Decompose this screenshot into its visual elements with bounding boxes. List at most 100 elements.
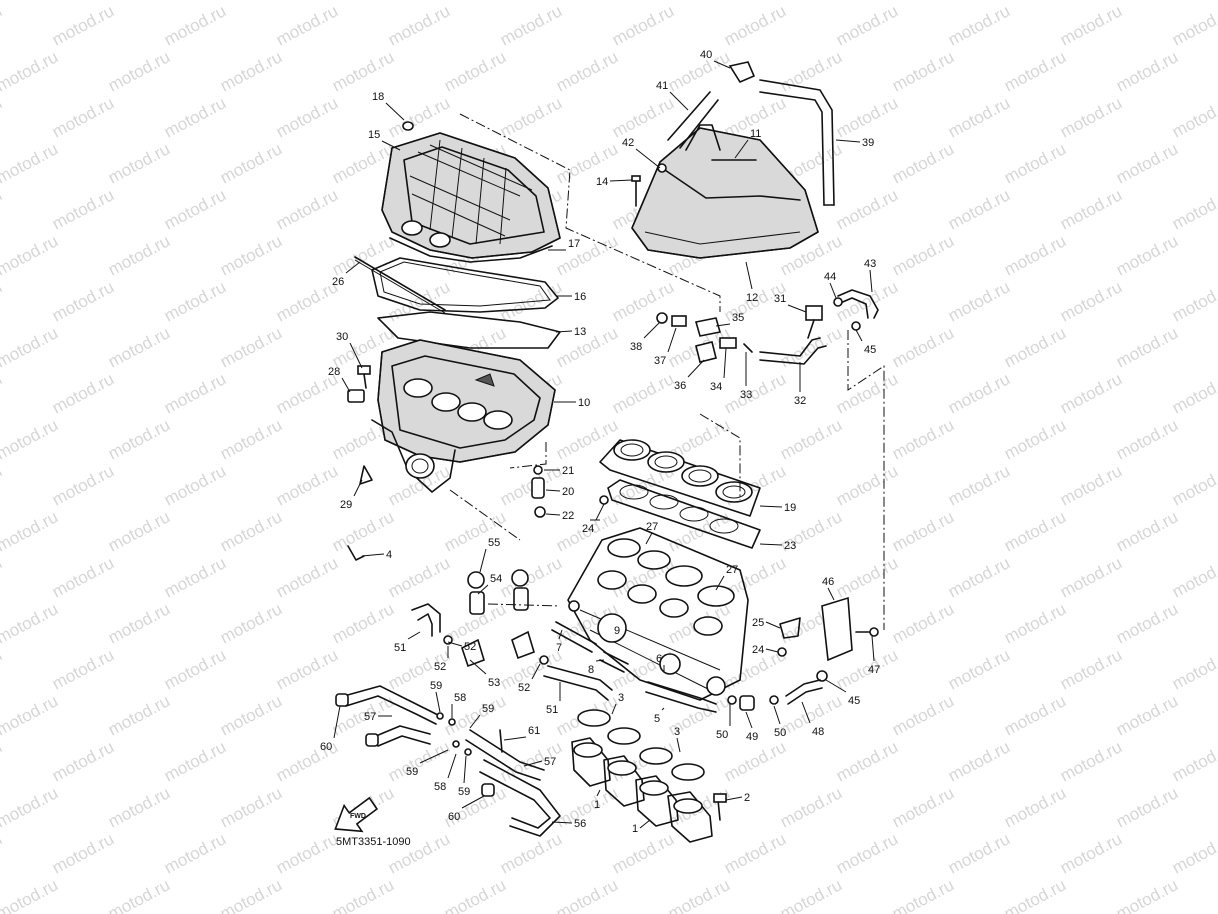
callout-label: 29	[340, 499, 352, 511]
cap-60-mid	[365, 733, 379, 747]
leader-line-c1b	[639, 819, 651, 829]
leader-line-c45b	[825, 679, 847, 693]
clamp-45-lower	[816, 670, 828, 682]
leader-line-c29	[353, 479, 363, 497]
joint-3	[577, 709, 705, 781]
bolt-2	[717, 799, 721, 821]
leader-line-c42	[635, 148, 661, 169]
leader-line-c48	[801, 701, 811, 724]
grommet-28	[347, 389, 365, 403]
callout-label: 19	[784, 502, 796, 514]
leader-line-c22	[545, 513, 561, 516]
leader-line-c3b	[676, 737, 681, 753]
part-36	[695, 341, 717, 363]
leader-line-c8	[595, 659, 605, 662]
callout-label: 59	[430, 680, 442, 692]
callout-label: 35	[732, 312, 744, 324]
callout-label: 3	[618, 692, 624, 704]
callout-label: 49	[746, 731, 758, 743]
fwd-arrow-icon: FWD	[334, 796, 379, 833]
leader-line-c12	[745, 261, 753, 290]
clip-29	[359, 465, 373, 485]
hose-57-upper	[343, 685, 441, 725]
leader-line-c13	[555, 330, 573, 333]
hose-48	[785, 679, 823, 705]
leader-line-c4	[361, 553, 385, 557]
leader-line-c60a	[333, 705, 341, 739]
hose-57-left	[375, 725, 431, 747]
leader-line-c52a	[447, 641, 463, 647]
callout-label: 14	[596, 176, 608, 188]
callout-label: 37	[654, 355, 666, 367]
callout-label: 12	[746, 292, 758, 304]
throttle-body-9	[567, 527, 749, 701]
outline-right	[847, 330, 885, 630]
leader-line-c37	[667, 327, 677, 353]
outline-mid	[509, 413, 741, 500]
callout-label: 16	[574, 291, 586, 303]
callout-label: 53	[488, 677, 500, 689]
callout-label: 1	[632, 823, 638, 835]
leader-line-c27b	[715, 575, 725, 591]
callout-label: 56	[574, 818, 586, 830]
callout-label: 25	[752, 617, 764, 629]
fwd-label: FWD	[350, 813, 366, 820]
diagram-code: 5MT3351-1090	[336, 836, 411, 848]
leader-line-c51a	[407, 631, 421, 640]
callout-label: 52	[518, 682, 530, 694]
leader-line-c15	[381, 140, 401, 151]
leader-line-c53	[469, 659, 487, 675]
callout-label: 11	[750, 128, 761, 140]
leader-line-c45a	[855, 329, 863, 342]
intake-joint-1	[571, 737, 713, 843]
clip-59	[436, 712, 444, 720]
joint-31	[805, 305, 823, 321]
hose-57-right	[465, 729, 545, 781]
leader-line-c34	[723, 347, 727, 379]
callout-label: 48	[812, 726, 824, 738]
callout-label: 24	[582, 523, 594, 535]
callout-label: 27	[646, 521, 658, 533]
seal-16	[371, 257, 559, 313]
callout-label: 43	[864, 258, 876, 270]
leader-line-c39	[835, 139, 861, 143]
callout-label: 39	[862, 137, 874, 149]
leader-line-c28	[341, 377, 351, 393]
callout-label: 59	[482, 703, 494, 715]
callout-label: 42	[622, 137, 634, 149]
hose-41	[667, 91, 719, 149]
leader-line-c7	[558, 629, 563, 640]
leader-line-c59b	[469, 714, 481, 729]
leader-line-c18	[385, 102, 405, 121]
callout-label: 23	[784, 540, 796, 552]
callout-label: 21	[562, 465, 574, 477]
leader-line-c59d	[463, 755, 467, 784]
callout-label: 58	[454, 692, 466, 704]
callout-label: 15	[368, 129, 380, 141]
leader-line-c27a	[645, 532, 653, 545]
leader-line-c26	[345, 261, 361, 274]
gasket-23	[607, 479, 761, 549]
callout-label: 45	[848, 695, 860, 707]
leader-line-c41	[669, 91, 689, 111]
leader-line-c40	[713, 60, 731, 69]
leader-line-c30	[349, 342, 363, 369]
hose-51-upper	[411, 603, 441, 637]
leader-line-c20	[545, 489, 561, 492]
callout-label: 55	[488, 537, 500, 549]
bolt-22	[534, 506, 546, 518]
callout-label: 24	[752, 644, 764, 656]
callout-label: 45	[864, 344, 876, 356]
callout-label: 60	[320, 741, 332, 753]
clip-52-left	[443, 635, 453, 645]
hose-8	[599, 651, 629, 673]
hose-39	[759, 79, 835, 206]
callout-label: 20	[562, 486, 574, 498]
rod-26	[354, 256, 446, 311]
leader-line-c1a	[596, 789, 601, 797]
leader-line-c24b	[765, 648, 779, 653]
callout-label: 13	[574, 326, 586, 338]
clamp-45-upper	[851, 321, 861, 331]
